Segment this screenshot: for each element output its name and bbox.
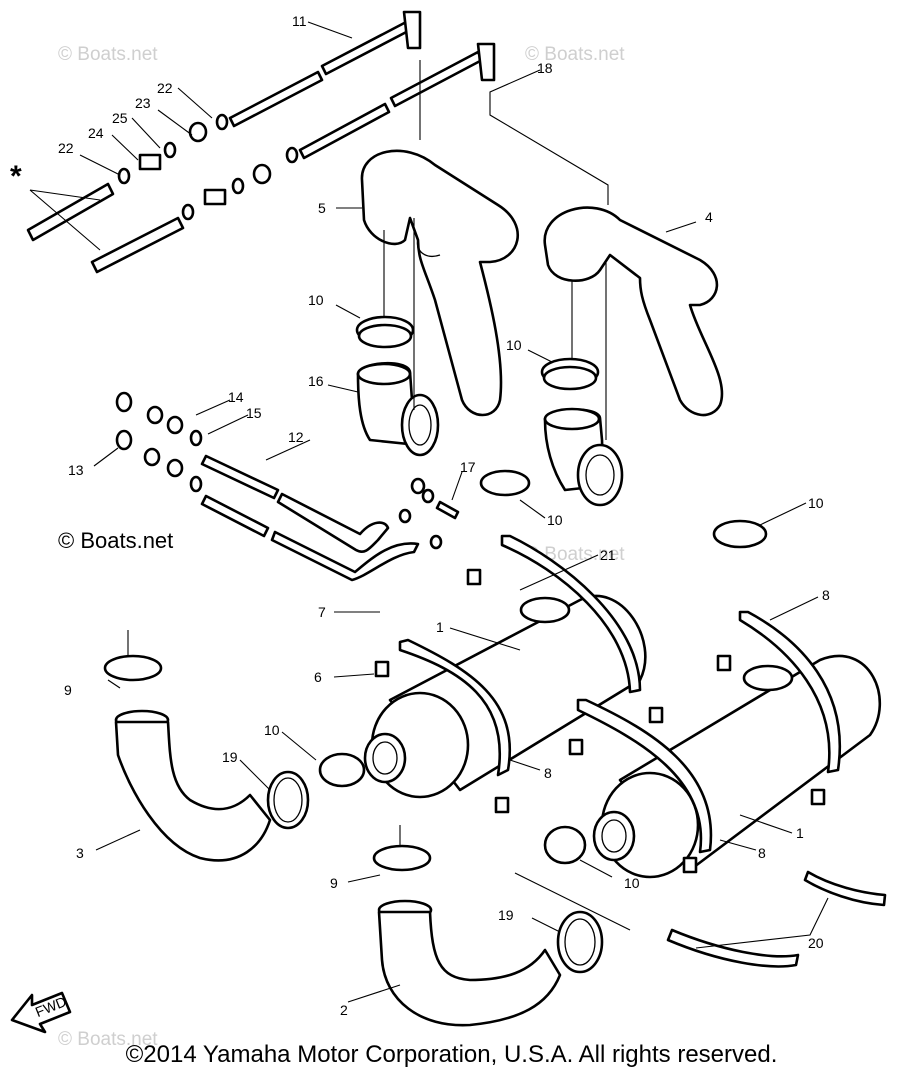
label-20: 20 xyxy=(808,935,824,951)
water-hose-11 xyxy=(228,10,496,160)
watermark-faint: © Boats.net xyxy=(525,44,625,65)
label-19: 19 xyxy=(498,907,514,923)
label-18: 18 xyxy=(537,60,553,76)
label-1: 1 xyxy=(436,619,444,635)
star-marker: * xyxy=(10,160,22,193)
label-1: 1 xyxy=(796,825,804,841)
hose-star xyxy=(26,182,185,274)
hose-clamp-10 xyxy=(318,315,768,865)
part-number-labels: 11 18 22 23 25 24 22 5 4 10 10 16 14 15 … xyxy=(58,13,830,1018)
rubber-joint-19 xyxy=(266,770,604,974)
label-19: 19 xyxy=(222,749,238,765)
label-6: 6 xyxy=(314,669,322,685)
label-12: 12 xyxy=(288,429,304,445)
label-10: 10 xyxy=(624,875,640,891)
label-4: 4 xyxy=(705,209,713,225)
exhaust-pipe-3 xyxy=(103,654,272,862)
label-16: 16 xyxy=(308,373,324,389)
label-9: 9 xyxy=(330,875,338,891)
label-8: 8 xyxy=(822,587,830,603)
label-25: 25 xyxy=(112,110,128,126)
label-10: 10 xyxy=(308,292,324,308)
fwd-arrow-icon: FWD xyxy=(10,991,72,1034)
exhaust-pipe-4 xyxy=(543,206,724,417)
elbow-16 xyxy=(356,361,624,507)
label-14: 14 xyxy=(228,389,244,405)
label-22: 22 xyxy=(157,80,173,96)
label-9: 9 xyxy=(64,682,72,698)
exhaust-pipe-5 xyxy=(360,149,519,417)
fittings-13-14-15 xyxy=(115,391,203,493)
label-15: 15 xyxy=(246,405,262,421)
label-22: 22 xyxy=(58,140,74,156)
label-8: 8 xyxy=(758,845,766,861)
label-8: 8 xyxy=(544,765,552,781)
label-10: 10 xyxy=(808,495,824,511)
label-17: 17 xyxy=(460,459,476,475)
label-7: 7 xyxy=(318,604,326,620)
watermark: © Boats.net xyxy=(58,528,174,553)
label-13: 13 xyxy=(68,462,84,478)
muffler-band-8 xyxy=(398,534,841,854)
leader-lines xyxy=(29,21,829,1003)
label-11: 11 xyxy=(292,13,307,29)
label-5: 5 xyxy=(318,200,326,216)
bolt-17 xyxy=(410,477,460,520)
muffler-1-front xyxy=(363,594,647,799)
clip-parts xyxy=(374,568,826,874)
watermark-faint: © Boats.net xyxy=(58,44,158,65)
copyright-notice: ©2014 Yamaha Motor Corporation, U.S.A. A… xyxy=(125,1041,778,1068)
label-10: 10 xyxy=(547,512,563,528)
water-hose-12 xyxy=(200,454,443,582)
exhaust-pipe-2 xyxy=(372,844,562,1027)
label-21: 21 xyxy=(600,547,616,563)
label-23: 23 xyxy=(135,95,151,111)
hose-fittings xyxy=(117,113,299,221)
label-3: 3 xyxy=(76,845,84,861)
muffler-1-rear xyxy=(592,654,881,879)
label-10: 10 xyxy=(506,337,522,353)
label-10: 10 xyxy=(264,722,280,738)
label-24: 24 xyxy=(88,125,104,141)
label-2: 2 xyxy=(340,1002,348,1018)
watermark-faint: © Boats.net xyxy=(58,1029,158,1050)
protector-20 xyxy=(666,870,887,968)
